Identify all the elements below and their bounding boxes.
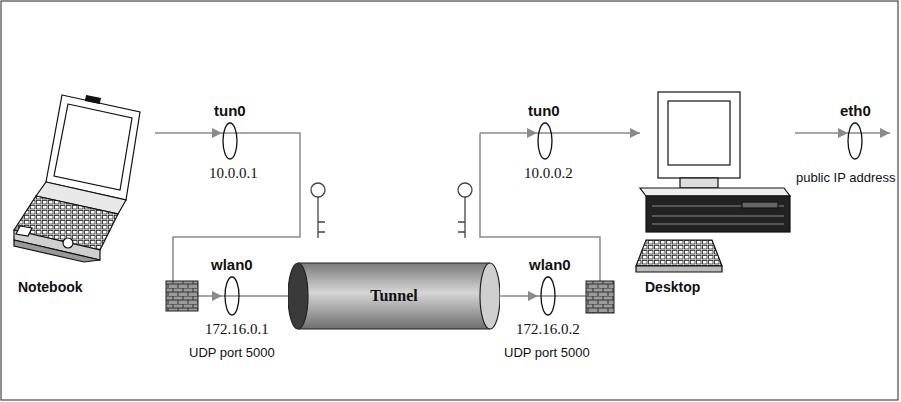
port-label: UDP port 5000 <box>189 345 275 360</box>
port-label: UDP port 5000 <box>504 345 590 360</box>
tunnel-node: Tunnel <box>288 262 500 330</box>
node-label: Tunnel <box>370 287 417 305</box>
interface-name: tun0 <box>528 102 560 119</box>
key-symbols <box>311 183 472 238</box>
interface-name: eth0 <box>840 102 871 119</box>
node-label: Desktop <box>645 279 700 295</box>
ip-address: 172.16.0.2 <box>516 321 580 338</box>
ip-address: 172.16.0.1 <box>205 321 269 338</box>
desktop-node: Desktop <box>625 85 797 295</box>
interface-name: tun0 <box>214 102 246 119</box>
notebook-illustration <box>14 95 140 262</box>
interface-name: wlan0 <box>211 256 253 273</box>
interface-name: wlan0 <box>529 256 571 273</box>
node-label: Notebook <box>18 279 83 295</box>
wiring <box>155 133 890 296</box>
ip-address: 10.0.0.2 <box>524 165 573 182</box>
ip-address: 10.0.0.1 <box>209 165 258 182</box>
notebook-node: Notebook <box>14 90 164 295</box>
desktop-illustration <box>636 92 790 272</box>
note-label: public IP address <box>796 170 896 185</box>
